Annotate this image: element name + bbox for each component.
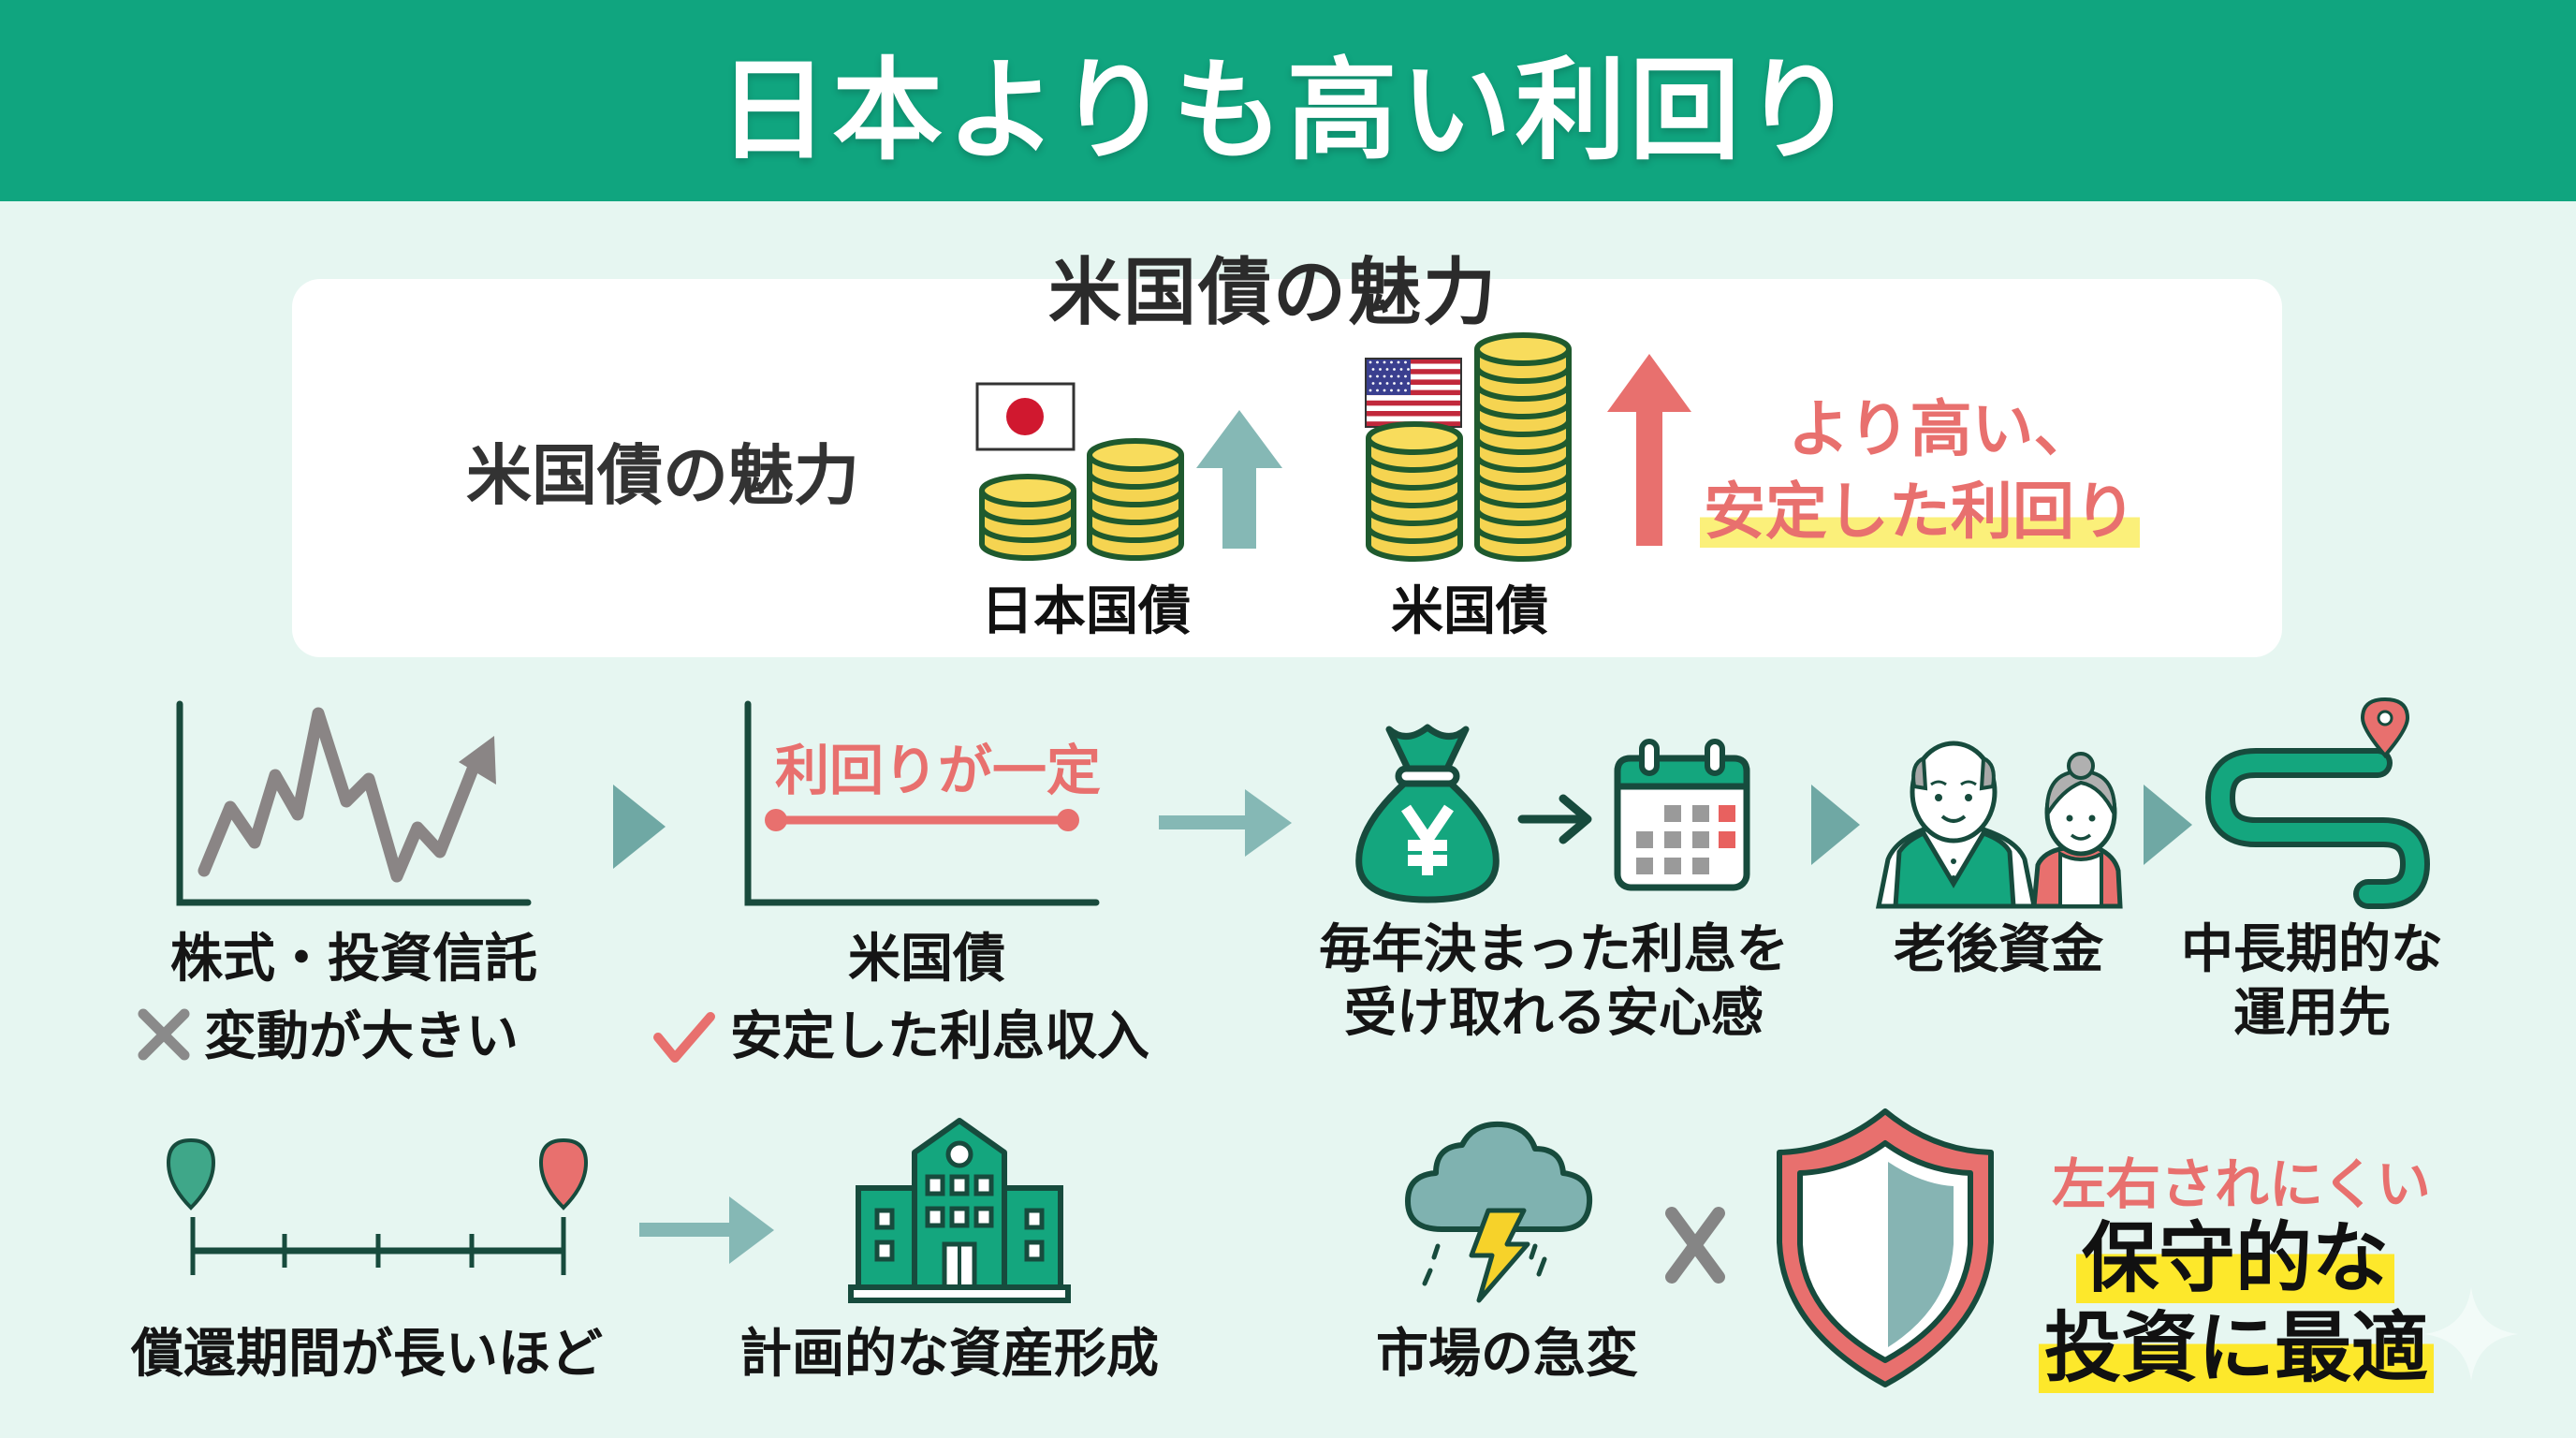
panel-heading: 米国債の魅力: [1048, 251, 1499, 335]
maturity-label: 償還期間が長いほど: [131, 1324, 603, 1385]
usa-bond-label: 米国債: [1391, 581, 1548, 642]
long-term-line2: 運用先: [2233, 983, 2391, 1044]
stocks-note: 変動が大きい: [204, 1006, 519, 1067]
flow-right-arrow-icon: [639, 1196, 774, 1264]
panel-side-title: 米国債の魅力: [466, 437, 859, 514]
japan-flag-icon: [975, 382, 1076, 451]
conclusion-line2-text: 投資に最適: [2039, 1304, 2435, 1393]
interest-line1: 毎年決まった利息を: [1319, 919, 1789, 980]
conclusion-line2: 投資に最適: [2039, 1304, 2435, 1393]
flow-triangle-icon: [2144, 785, 2192, 865]
usa-coin-stack-tall: [1474, 332, 1572, 562]
comparison-panel: [292, 279, 2282, 657]
japan-bond-label: 日本国債: [981, 581, 1191, 642]
stable-yield-chart-icon: [744, 700, 1100, 906]
coin-top: [1087, 438, 1184, 472]
dark-right-arrow-icon: [1517, 794, 1592, 844]
japan-coin-stack-small: [979, 474, 1076, 561]
calendar-icon: [1614, 739, 1750, 891]
asset-building-label: 計画的な資産形成: [739, 1324, 1159, 1385]
flow-right-arrow-icon: [1159, 789, 1292, 857]
interest-line2: 受け取れる安心感: [1344, 983, 1764, 1044]
stocks-label: 株式・投資信託: [170, 929, 537, 990]
long-term-line1: 中長期的な: [2181, 919, 2443, 980]
volatile-stock-chart-icon: [176, 700, 532, 906]
flow-triangle-icon: [613, 785, 666, 869]
sparkle-icon: [2424, 1287, 2518, 1381]
conclusion-subtitle: 左右されにくい: [2052, 1152, 2431, 1216]
conclusion-line1-text: 保守的な: [2076, 1214, 2395, 1303]
usa-flag-icon: [1365, 358, 1462, 428]
maturity-timeline-icon: [166, 1137, 589, 1275]
bonds-note: 安定した利息収入: [730, 1006, 1149, 1067]
usa-coin-stack-medium: [1366, 421, 1463, 562]
teal-up-arrow-icon: [1196, 410, 1282, 549]
market-shock-label: 市場の急変: [1376, 1324, 1638, 1385]
building-icon: [848, 1118, 1071, 1303]
japan-coin-stack-large: [1087, 438, 1184, 561]
benefit-text-highlight: 安定した利回り: [1700, 476, 2140, 548]
header-bar: 日本よりも高い利回り: [0, 0, 2576, 201]
x-mark-icon: [138, 1008, 190, 1061]
retirement-funds-label: 老後資金: [1894, 919, 2103, 980]
storm-cloud-icon: [1405, 1121, 1593, 1303]
yen-money-bag-icon: [1355, 724, 1500, 903]
coin-top: [1474, 332, 1572, 366]
conclusion-line1: 保守的な: [2076, 1214, 2395, 1303]
elderly-couple-icon: [1875, 741, 2123, 909]
shield-icon: [1777, 1108, 1994, 1387]
benefit-text-line1: より高い、: [1788, 393, 2096, 465]
coin-top: [979, 474, 1076, 507]
flow-triangle-icon: [1811, 785, 1860, 865]
benefit-text-line2: 安定した利回り: [1700, 462, 2140, 551]
yield-constant-label: 利回りが一定: [775, 739, 1102, 802]
pink-up-arrow-icon: [1607, 354, 1691, 546]
check-mark-icon: [653, 1012, 715, 1063]
coin-top: [1366, 421, 1463, 455]
multiply-x-icon: [1665, 1207, 1725, 1284]
winding-road-goal-icon: [2205, 697, 2430, 909]
us-bond-label: 米国債: [848, 929, 1005, 990]
page-title: 日本よりも高い利回り: [718, 46, 1858, 175]
